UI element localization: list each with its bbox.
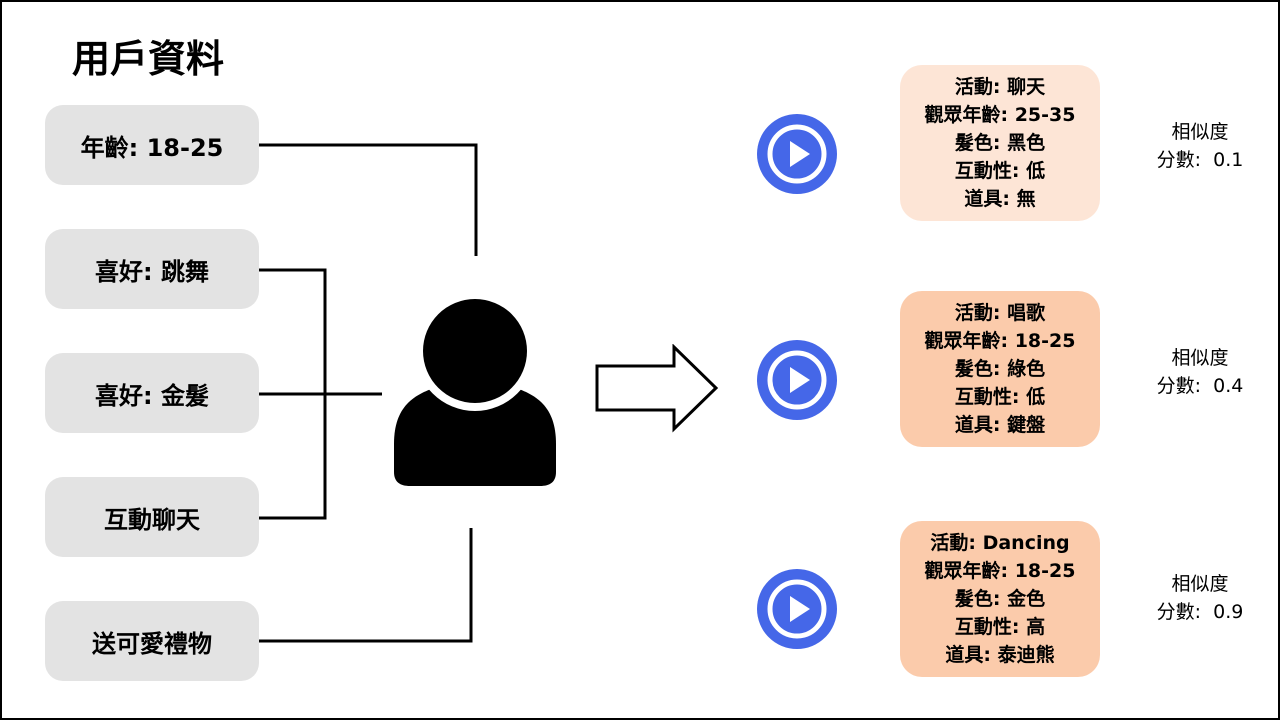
arrow-right-icon [595,344,719,433]
attribute-age: 年齡: 18-25 [45,105,259,185]
card-line-activity: 活動: Dancing [930,532,1070,554]
play-circle-icon[interactable] [756,568,838,650]
card-line-props: 道具: 無 [964,188,1036,210]
play-circle-icon[interactable] [756,113,838,195]
similarity-label: 相似度 [1171,347,1229,369]
attribute-gift: 送可愛禮物 [45,601,259,681]
connector-age [259,143,478,256]
card-line-hair-color: 髮色: 綠色 [954,358,1046,380]
card-line-hair-color: 髮色: 金色 [954,588,1046,610]
similarity-label: 相似度 [1171,573,1229,595]
connector-gift [259,528,473,643]
card-line-hair-color: 髮色: 黑色 [954,132,1046,154]
similarity-value: 分數: 0.4 [1156,375,1244,397]
attribute-chat: 互動聊天 [45,477,259,557]
attribute-like-blonde: 喜好: 金髮 [45,353,259,433]
similarity-score: 相似度 分數: 0.4 [1140,344,1260,400]
card-line-audience-age: 觀眾年齡: 18-25 [924,560,1076,582]
recommendation-card-singing: 活動: 唱歌 觀眾年齡: 18-25 髮色: 綠色 互動性: 低 道具: 鍵盤 [900,291,1100,447]
play-circle-icon[interactable] [756,339,838,421]
card-line-activity: 活動: 聊天 [954,76,1046,98]
similarity-value: 分數: 0.1 [1156,149,1244,171]
card-line-interactivity: 互動性: 高 [954,616,1046,638]
card-line-audience-age: 觀眾年齡: 18-25 [924,330,1076,352]
attribute-like-dance: 喜好: 跳舞 [45,229,259,309]
user-silhouette-icon [394,296,556,486]
card-line-interactivity: 互動性: 低 [954,386,1046,408]
similarity-score: 相似度 分數: 0.9 [1140,570,1260,626]
card-line-props: 道具: 泰迪熊 [945,644,1055,666]
page-title: 用戶資料 [72,37,225,81]
card-line-props: 道具: 鍵盤 [954,414,1046,436]
card-line-activity: 活動: 唱歌 [954,302,1046,324]
recommendation-card-chat: 活動: 聊天 觀眾年齡: 25-35 髮色: 黑色 互動性: 低 道具: 無 [900,65,1100,221]
similarity-label: 相似度 [1171,121,1229,143]
card-line-audience-age: 觀眾年齡: 25-35 [924,104,1076,126]
card-line-interactivity: 互動性: 低 [954,160,1046,182]
similarity-score: 相似度 分數: 0.1 [1140,118,1260,174]
recommendation-card-dancing: 活動: Dancing 觀眾年齡: 18-25 髮色: 金色 互動性: 高 道具… [900,521,1100,677]
similarity-value: 分數: 0.9 [1156,601,1244,623]
